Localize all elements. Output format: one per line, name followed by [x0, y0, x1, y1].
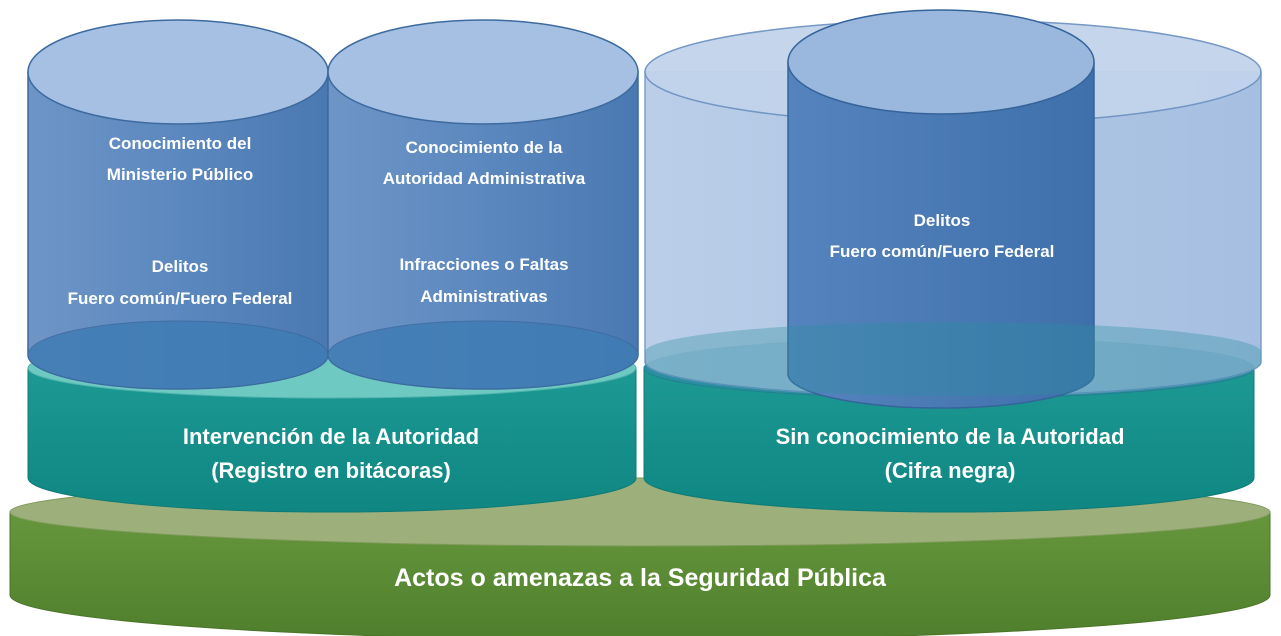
cylinder-ministerio-publico: Conocimiento del Ministerio Público Deli…	[27, 19, 329, 390]
cylinder-admin-body-line1: Infracciones o Faltas	[399, 255, 568, 274]
cylinder-mp-title-line2: Ministerio Público	[107, 165, 253, 184]
cylinder-mp-body-line2: Fuero común/Fuero Federal	[68, 289, 293, 308]
cylinder-admin-title-line2: Autoridad Administrativa	[383, 169, 586, 188]
cylinder-dark-figure: Delitos Fuero común/Fuero Federal	[787, 9, 1095, 409]
cylinder-mp-body-line1: Delitos	[152, 257, 209, 276]
cylinder-admin-body-line2: Administrativas	[420, 287, 548, 306]
right-platform-line1: Sin conocimiento de la Autoridad	[776, 424, 1125, 449]
cylinder-admin-title-line1: Conocimiento de la	[406, 138, 563, 157]
cylinder-dark-body-line2: Fuero común/Fuero Federal	[830, 242, 1055, 261]
outer-glass-liquid	[645, 322, 1261, 396]
left-platform-line2: (Registro en bitácoras)	[211, 458, 451, 483]
left-platform-line1: Intervención de la Autoridad	[183, 424, 479, 449]
cylinder-dark-body-line1: Delitos	[914, 211, 971, 230]
base-label: Actos o amenazas a la Seguridad Pública	[394, 564, 887, 592]
right-platform-line2: (Cifra negra)	[885, 458, 1016, 483]
cylinder-autoridad-administrativa: Conocimiento de la Autoridad Administrat…	[327, 19, 639, 390]
cylinder-mp-title-line1: Conocimiento del	[109, 134, 252, 153]
